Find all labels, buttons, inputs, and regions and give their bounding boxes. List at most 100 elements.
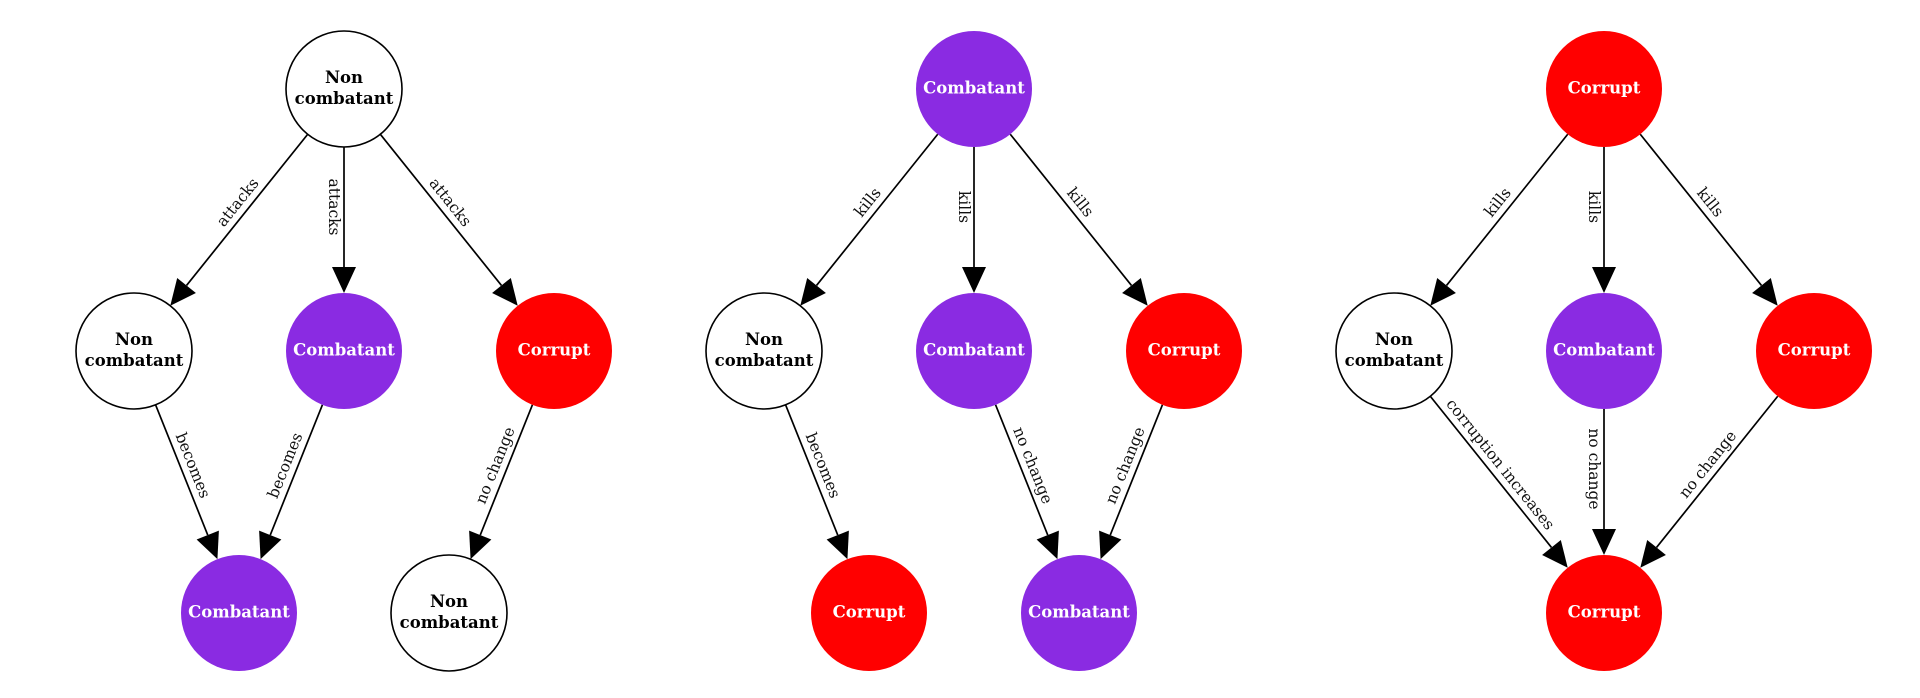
node-label: Combatant: [923, 79, 1025, 98]
arrow-head: [1640, 539, 1666, 568]
arrow-head: [962, 267, 986, 293]
node-circle: [705, 292, 823, 410]
node-corrupt: Corrupt: [1126, 293, 1242, 409]
edge-label: no change: [1102, 424, 1149, 506]
edge-src-to-m3: attacks: [379, 133, 518, 306]
edge-label: attacks: [325, 179, 343, 236]
edge-line: [1639, 133, 1763, 286]
edge-label: kills: [955, 191, 973, 223]
node-label: Combatant: [923, 341, 1025, 360]
edge-label: kills: [1481, 184, 1515, 220]
edge-src-to-m1: kills: [1430, 133, 1569, 306]
node-label: Corrupt: [518, 341, 591, 360]
edge-label: no change: [1009, 424, 1056, 506]
edge-m1-to-b1: becomes: [154, 404, 219, 560]
node-label: Non: [1375, 330, 1413, 349]
edge-line: [1009, 133, 1133, 286]
node-label: Corrupt: [1568, 603, 1641, 622]
node-circle: [1546, 293, 1662, 409]
node-circle: [181, 555, 297, 671]
node-label: Non: [430, 592, 468, 611]
arrow-head: [332, 267, 356, 293]
node-circle: [390, 554, 508, 672]
arrow-head: [1592, 529, 1616, 555]
edge-src-to-m2: attacks: [325, 147, 356, 293]
arrow-head: [1542, 539, 1568, 568]
node-corrupt: Corrupt: [1756, 293, 1872, 409]
edge-m2-to-b1: becomes: [259, 404, 324, 560]
node-combatant: Combatant: [916, 31, 1032, 147]
edge-label: no change: [1585, 428, 1603, 509]
edge-line: [1429, 395, 1553, 548]
node-label: Corrupt: [833, 603, 906, 622]
edge-line: [815, 133, 939, 286]
node-circle: [285, 30, 403, 148]
arrow-head: [1099, 530, 1122, 560]
node-combatant: Combatant: [1546, 293, 1662, 409]
node-label: combatant: [295, 89, 394, 108]
edge-src-to-m1: kills: [800, 133, 939, 306]
node-label: Combatant: [293, 341, 395, 360]
node-circle: [496, 293, 612, 409]
edge-line: [1445, 133, 1569, 286]
node-circle: [1335, 292, 1453, 410]
node-label: Corrupt: [1568, 79, 1641, 98]
arrow-head: [492, 277, 518, 306]
edge-m2-to-b2: no change: [994, 404, 1059, 560]
node-circle: [916, 293, 1032, 409]
edge-m3-to-b1: no change: [1640, 395, 1779, 568]
combatant-panel: kills kills kills becomes no change no change…: [705, 31, 1242, 671]
edge-label: no change: [1675, 427, 1740, 502]
node-circle: [1546, 31, 1662, 147]
node-noncombatant: Non combatant: [75, 292, 193, 410]
node-label: Combatant: [1028, 603, 1130, 622]
arrow-head: [1430, 277, 1456, 306]
arrow-head: [170, 277, 196, 306]
node-circle: [1126, 293, 1242, 409]
edge-label: kills: [851, 184, 885, 220]
edge-m2-to-b1: no change: [1585, 409, 1616, 555]
node-label: Corrupt: [1778, 341, 1851, 360]
corrupt-panel: kills kills kills corruption increases no ch…: [1335, 31, 1872, 671]
edge-m3-to-b2: no change: [1099, 404, 1164, 560]
arrow-head: [1122, 277, 1148, 306]
node-label: Combatant: [1553, 341, 1655, 360]
node-label: Non: [115, 330, 153, 349]
edge-line: [1655, 395, 1779, 548]
arrow-head: [1036, 530, 1059, 560]
node-circle: [1756, 293, 1872, 409]
node-combatant: Combatant: [916, 293, 1032, 409]
edge-line: [185, 133, 309, 286]
node-corrupt: Corrupt: [496, 293, 612, 409]
node-corrupt: Corrupt: [1546, 555, 1662, 671]
edge-line: [479, 404, 534, 536]
node-corrupt: Corrupt: [1546, 31, 1662, 147]
arrow-head: [259, 530, 282, 560]
edge-src-to-m2: kills: [955, 147, 986, 293]
edge-src-to-m3: kills: [1639, 133, 1778, 306]
node-label: Non: [325, 68, 363, 87]
node-circle: [286, 293, 402, 409]
edge-line: [154, 404, 209, 536]
node-label: combatant: [85, 351, 184, 370]
edge-label: kills: [1063, 184, 1097, 220]
node-label: Corrupt: [1148, 341, 1221, 360]
node-circle: [916, 31, 1032, 147]
edge-src-to-m2: kills: [1585, 147, 1616, 293]
node-label: Non: [745, 330, 783, 349]
arrow-head: [196, 530, 219, 560]
node-circle: [1021, 555, 1137, 671]
node-noncombatant: Non combatant: [285, 30, 403, 148]
edge-label: becomes: [264, 430, 306, 501]
arrow-head: [1592, 267, 1616, 293]
node-label: Combatant: [188, 603, 290, 622]
edge-label: becomes: [802, 430, 844, 501]
node-corrupt: Corrupt: [811, 555, 927, 671]
arrow-head: [800, 277, 826, 306]
edge-label: corruption increases: [1442, 395, 1558, 533]
edge-line: [784, 404, 839, 536]
